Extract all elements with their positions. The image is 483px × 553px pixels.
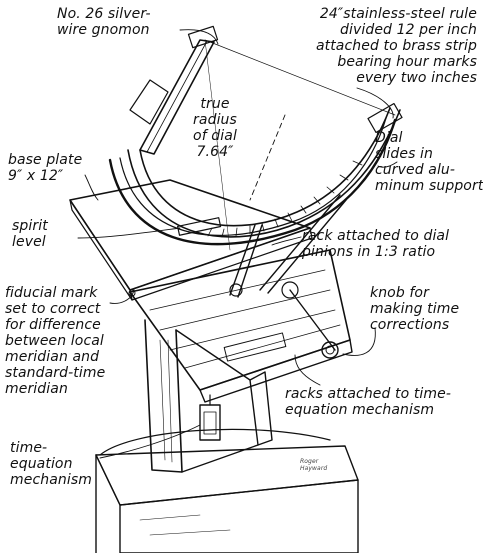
spirit-level [177,217,222,236]
leader-lines [77,29,398,459]
label-knob: knob for making time corrections [370,285,460,333]
gnomon-wire [204,39,396,116]
radius-line [249,114,286,201]
label-spirit-level: spirit level [12,218,48,250]
tilted-platform [129,249,353,403]
label-gnomon: No. 26 silver- wire gnomon [57,6,151,38]
shadow-line [204,39,231,251]
label-stainless-rule: 24″stainless-steel rule divided 12 per i… [315,6,477,86]
label-base-plate: base plate 9″ x 12″ [8,152,83,184]
time-equation-box [199,394,221,441]
label-racks-time-equation: racks attached to time- equation mechani… [285,386,452,418]
label-fiducial-mark: fiducial mark set to correct for differe… [5,285,106,397]
gnomon-frame [129,25,219,155]
label-time-equation-mechanism: time- equation mechanism [10,440,92,488]
base-plate [69,179,313,301]
label-rack-dial: rack attached to dial pinions in 1:3 rat… [302,228,450,260]
floor-ellipse [99,428,331,456]
label-true-radius: true radius of dial 7.64″ [193,96,237,160]
artist-signature: Roger Hayward [300,458,328,472]
label-dial-slides: Dial slides in curved alu- minum support… [375,130,483,194]
curved-support [108,117,397,246]
dial-rule [127,102,403,238]
pinion-arms [229,194,347,351]
column-support [144,319,273,473]
pedestal-block [95,445,359,553]
